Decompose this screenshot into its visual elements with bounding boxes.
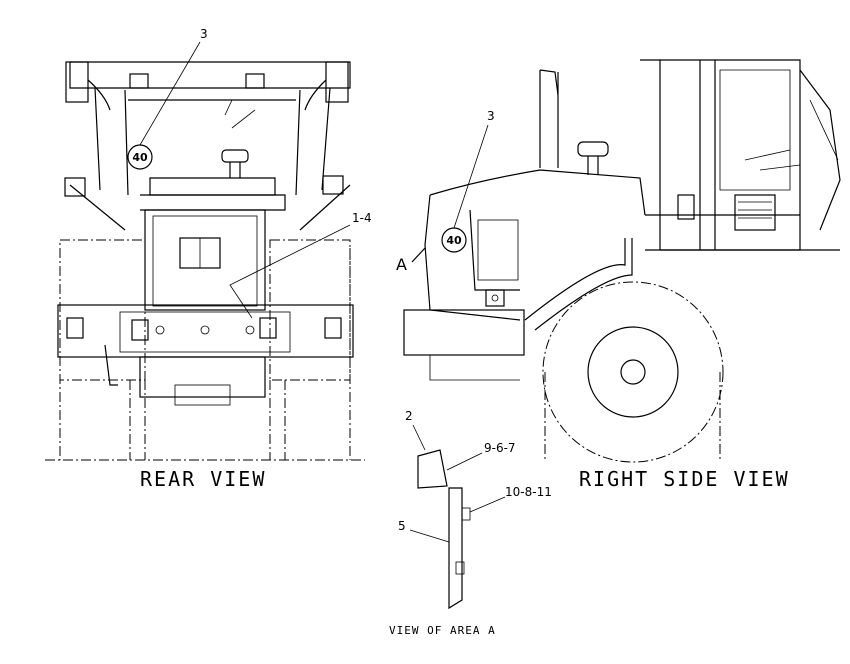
callout-side-3: 3 (487, 109, 495, 123)
leader-detail-9-6-7 (446, 452, 483, 471)
right-side-view-title: RIGHT SIDE VIEW (579, 467, 790, 491)
leader-detail-5 (409, 529, 450, 543)
svg-text:40: 40 (132, 151, 148, 164)
leader-rear-3 (139, 41, 201, 146)
rear-speed-badge: 40 (127, 144, 153, 170)
callout-detail-10-8-11: 10-8-11 (505, 485, 552, 499)
area-a-marker: A (396, 255, 407, 274)
area-a-detail-drawing (417, 449, 471, 610)
leader-detail-10-8-11 (469, 496, 506, 513)
callout-rear-3: 3 (200, 27, 208, 41)
rear-view-title: REAR VIEW (140, 467, 266, 491)
callout-detail-2: 2 (405, 409, 413, 423)
callout-rear-1-4: 1-4 (352, 211, 372, 225)
leader-rear-1-4 (229, 224, 351, 319)
right-side-view-drawing (403, 59, 841, 463)
svg-text:40: 40 (446, 234, 462, 247)
area-a-title: VIEW OF AREA A (389, 624, 496, 637)
leader-side-3 (453, 124, 489, 229)
callout-detail-9-6-7: 9-6-7 (484, 441, 516, 455)
rear-view-drawing (45, 61, 365, 461)
leader-detail-2 (412, 424, 426, 451)
callout-detail-5: 5 (398, 519, 406, 533)
leader-area-a (411, 247, 426, 263)
side-speed-badge: 40 (441, 227, 467, 253)
